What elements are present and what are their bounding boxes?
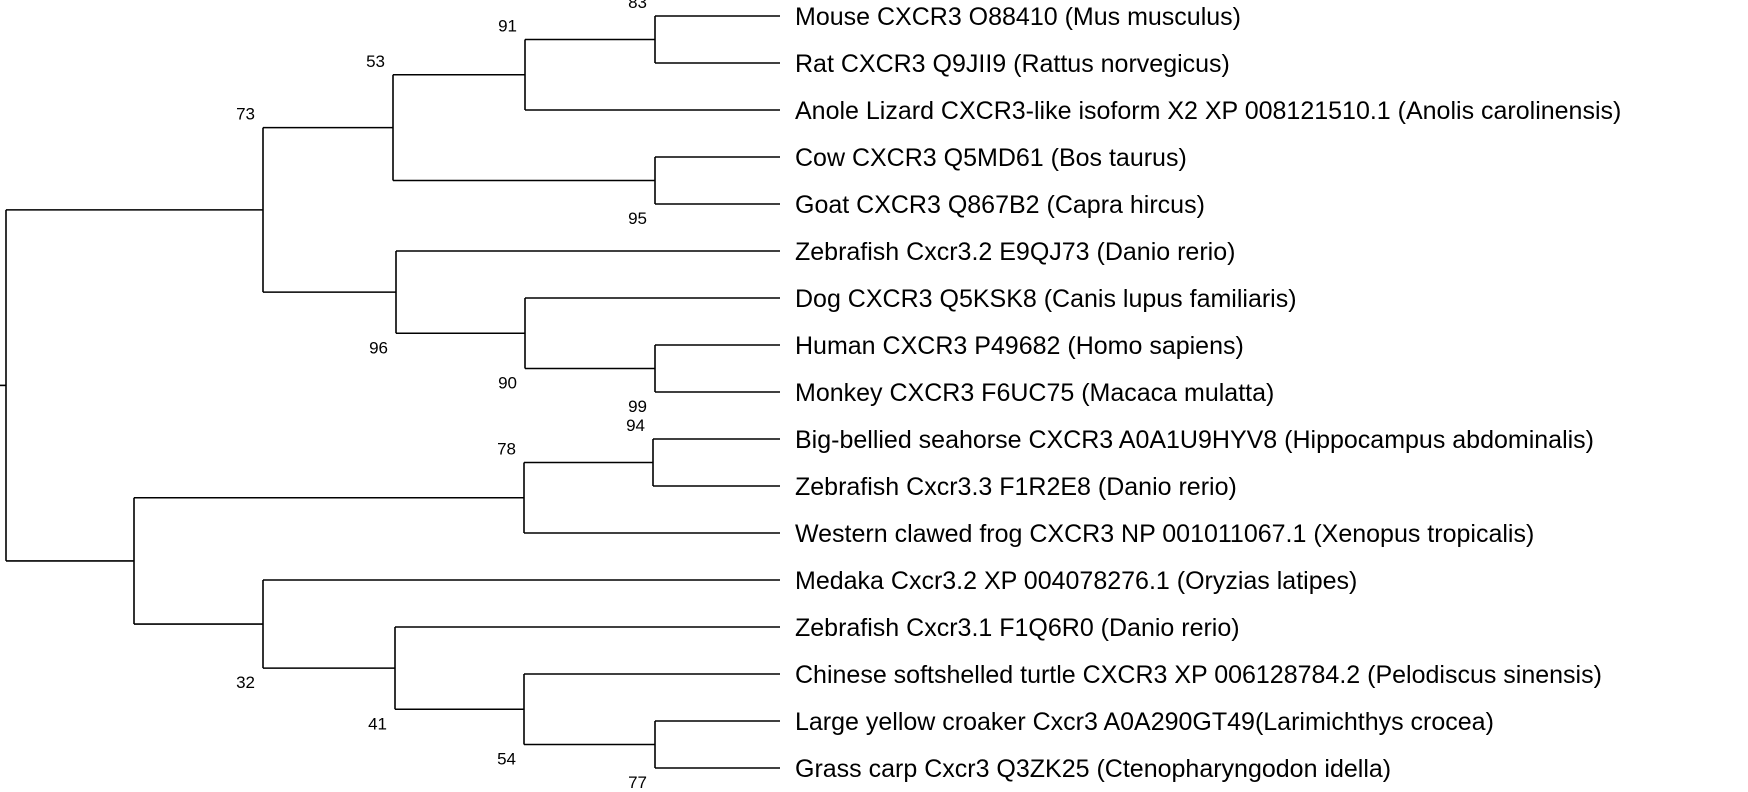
bootstrap-value: 96 [369, 338, 388, 357]
leaf-label: Grass carp Cxcr3 Q3ZK25 (Ctenopharyngodo… [795, 755, 1391, 783]
leaf-label: Dog CXCR3 Q5KSK8 (Canis lupus familiaris… [795, 285, 1297, 313]
leaf-label: Large yellow croaker Cxcr3 A0A290GT49(La… [795, 708, 1494, 736]
bootstrap-value: 41 [368, 714, 387, 733]
bootstrap-value: 83 [628, 0, 647, 12]
bootstrap-value: 94 [626, 416, 645, 435]
leaf-label: Rat CXCR3 Q9JII9 (Rattus norvegicus) [795, 50, 1230, 78]
leaf-label: Big-bellied seahorse CXCR3 A0A1U9HYV8 (H… [795, 426, 1594, 454]
leaf-labels: Mouse CXCR3 O88410 (Mus musculus) Rat CXC… [795, 3, 1621, 783]
leaf-label: Mouse CXCR3 O88410 (Mus musculus) [795, 3, 1241, 31]
leaf-label: Cow CXCR3 Q5MD61 (Bos taurus) [795, 144, 1187, 172]
tree-branches [0, 15, 780, 769]
leaf-label: Goat CXCR3 Q867B2 (Capra hircus) [795, 191, 1205, 219]
bootstrap-value: 90 [498, 374, 517, 393]
leaf-label: Zebrafish Cxcr3.1 F1Q6R0 (Danio rerio) [795, 614, 1240, 642]
leaf-label: Western clawed frog CXCR3 NP 001011067.1… [795, 520, 1534, 548]
bootstrap-value: 77 [628, 773, 647, 792]
bootstrap-value: 78 [497, 440, 516, 459]
bootstrap-value: 91 [498, 17, 517, 36]
bootstrap-labels: 83 91 95 53 99 90 96 73 94 78 77 54 41 32 [236, 0, 647, 792]
leaf-label: Chinese softshelled turtle CXCR3 XP 0061… [795, 661, 1602, 689]
leaf-label: Medaka Cxcr3.2 XP 004078276.1 (Oryzias l… [795, 567, 1357, 595]
leaf-label: Monkey CXCR3 F6UC75 (Macaca mulatta) [795, 379, 1274, 407]
bootstrap-value: 95 [628, 209, 647, 228]
bootstrap-value: 73 [236, 105, 255, 124]
bootstrap-value: 53 [366, 52, 385, 71]
bootstrap-value: 99 [628, 397, 647, 416]
leaf-label: Zebrafish Cxcr3.3 F1R2E8 (Danio rerio) [795, 473, 1237, 501]
leaf-label: Zebrafish Cxcr3.2 E9QJ73 (Danio rerio) [795, 238, 1235, 266]
leaf-label: Human CXCR3 P49682 (Homo sapiens) [795, 332, 1244, 360]
bootstrap-value: 54 [497, 750, 516, 769]
bootstrap-value: 32 [236, 673, 255, 692]
leaf-label: Anole Lizard CXCR3-like isoform X2 XP 00… [795, 97, 1621, 125]
